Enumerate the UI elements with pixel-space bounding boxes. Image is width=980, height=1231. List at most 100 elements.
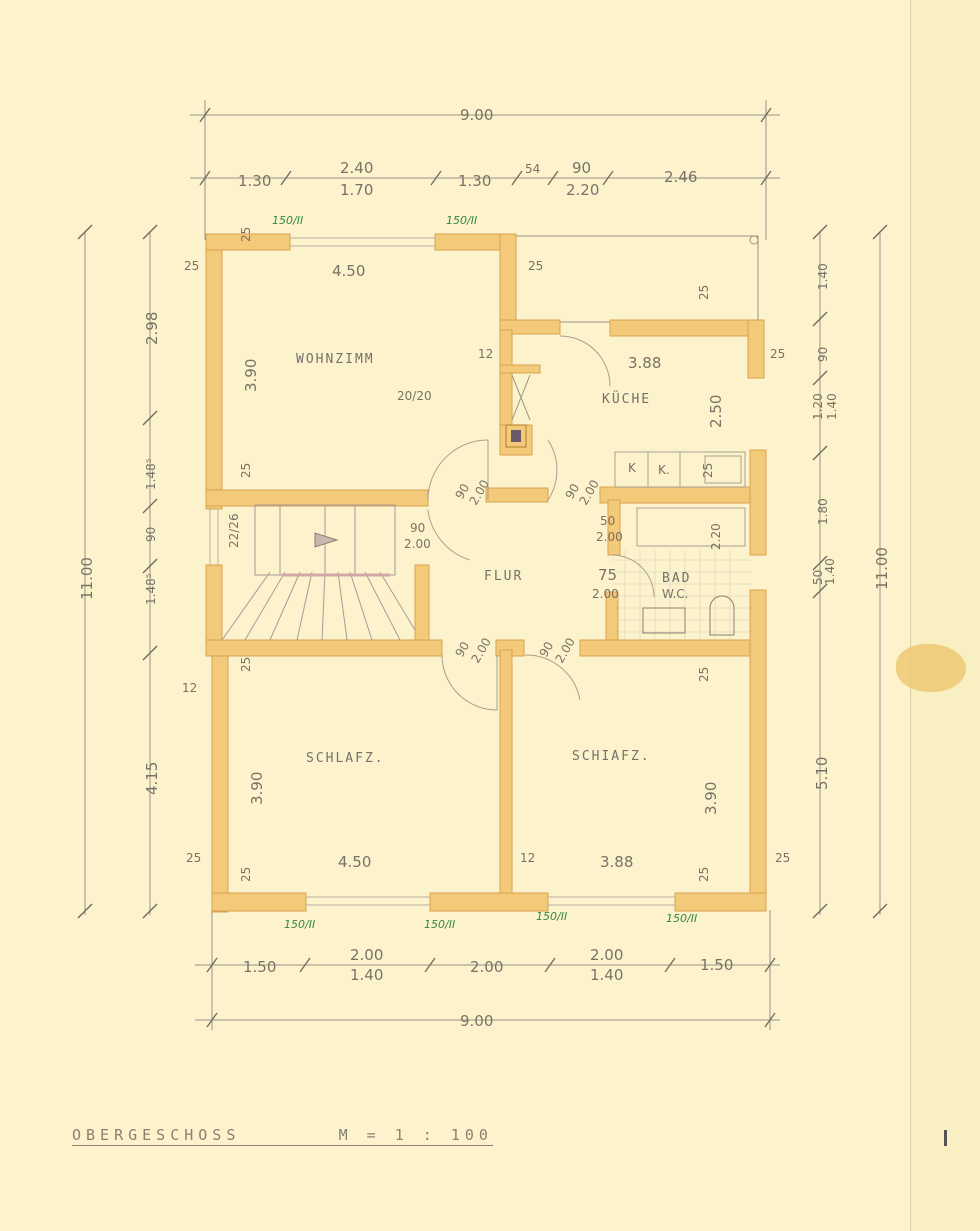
dim-wall: 25: [184, 259, 199, 273]
balcony-post: [749, 235, 759, 245]
room-dim: 3.90: [702, 782, 720, 815]
window-annotation: 150/II: [272, 214, 303, 227]
dim-right: 90: [816, 347, 830, 362]
dim-wall: 25: [186, 851, 201, 865]
window-annotation: 150/II: [666, 912, 697, 925]
dim-wall: 25: [775, 851, 790, 865]
dim-top: 1.70: [340, 181, 373, 199]
dim-top: 2.40: [340, 159, 373, 177]
window-annotation: 150/II: [284, 918, 315, 931]
dim-wall: 12: [478, 347, 493, 361]
svg-text:50: 50: [600, 514, 615, 528]
staircase: [221, 504, 416, 641]
scale-label: M = 1 : 100: [338, 1126, 493, 1144]
dim-bottom: 2.00: [470, 958, 503, 976]
floor-name: OBERGESCHOSS: [72, 1126, 241, 1144]
dim-wall: 25: [528, 259, 543, 273]
dim-wall: 25: [770, 347, 785, 361]
walls: [205, 233, 767, 913]
dim-bottom-total: 9.00: [460, 1012, 493, 1030]
dim-right: 1.20: [811, 393, 825, 420]
dim-wall: 25: [697, 285, 711, 300]
dim-wall: 25: [701, 463, 715, 478]
window-annotation: 150/II: [446, 214, 477, 227]
door-swings: [427, 335, 655, 711]
dim-bottom: 1.40: [590, 966, 623, 984]
dim-top: 1.30: [458, 172, 491, 190]
dim-top: 54: [525, 162, 540, 176]
dim-wall: 25: [697, 667, 711, 682]
dim-wall: 25: [239, 227, 253, 242]
svg-text:2.00: 2.00: [592, 587, 619, 601]
dim-wall: 25: [239, 463, 253, 478]
windows: [209, 237, 675, 906]
toilet: [709, 595, 735, 636]
svg-text:90: 90: [536, 639, 556, 659]
room-label-bad: BAD: [662, 571, 691, 586]
dim-bottom: 2.00: [590, 946, 623, 964]
dim-left: 90: [144, 527, 158, 542]
balcony-outline: [514, 235, 759, 323]
dim-right: 50: [811, 570, 825, 585]
dim-left: 4.15: [143, 762, 161, 795]
svg-text:2.00: 2.00: [404, 537, 431, 551]
dim-right: 1.80: [816, 498, 830, 525]
svg-text:75: 75: [598, 566, 617, 584]
svg-text:90: 90: [452, 481, 472, 501]
dim-wall: 12: [520, 851, 535, 865]
room-dim: 4.50: [332, 262, 365, 280]
dim-right-total: 11.00: [873, 547, 891, 590]
dim-wall: 25: [239, 867, 253, 882]
room-dim: 4.50: [338, 853, 371, 871]
fixture-label: K.: [658, 463, 670, 477]
window-annotation: 150/II: [536, 910, 567, 923]
paper-stain: [896, 644, 966, 692]
room-dim: 3.88: [628, 354, 661, 372]
room-label-schlafzimmer-left: SCHLAFZ.: [306, 751, 385, 766]
pencil-mark: [944, 1130, 947, 1146]
room-dim: 2.50: [707, 395, 725, 428]
dim-right: 1.40: [816, 263, 830, 290]
stair-direction-arrow: [314, 532, 339, 548]
room-label-wohnzimmer: WOHNZIMM: [296, 352, 375, 367]
room-dim: 3.90: [248, 772, 266, 805]
dim-bottom: 1.50: [700, 956, 733, 974]
washbasin: [642, 607, 686, 634]
chimney-dim: 20/20: [397, 389, 432, 403]
svg-text:2.00: 2.00: [576, 477, 601, 507]
room-label-wc: W.C.: [662, 587, 689, 601]
dim-top: 90: [572, 159, 591, 177]
dimension-lines: [77, 100, 888, 1030]
dim-top-total: 9.00: [460, 106, 493, 124]
dim-right: 5.10: [813, 757, 831, 790]
dim-right: 1.40: [823, 558, 837, 585]
dim-bottom: 1.40: [350, 966, 383, 984]
dim-top: 2.20: [566, 181, 599, 199]
dim-left: 1.48⁵: [144, 458, 158, 490]
dim-wall: 25: [239, 657, 253, 672]
kitchen-counter: [614, 451, 746, 488]
dim-left: 2.98: [143, 312, 161, 345]
dim-left-total: 11.00: [78, 557, 96, 600]
window-annotation: 150/II: [424, 918, 455, 931]
svg-text:2.00: 2.00: [552, 635, 577, 665]
dim-bottom: 2.00: [350, 946, 383, 964]
stair-dim: 22/26: [227, 513, 241, 548]
room-label-flur: FLUR: [484, 569, 523, 584]
bathtub: [636, 507, 746, 547]
paper-edge: [910, 0, 980, 1231]
svg-text:90: 90: [452, 639, 472, 659]
svg-text:2.00: 2.00: [596, 530, 623, 544]
svg-text:90: 90: [410, 521, 425, 535]
room-dim: 3.90: [242, 359, 260, 392]
room-dim: 2.20: [709, 523, 723, 550]
room-label-kueche: KÜCHE: [602, 390, 651, 407]
dim-bottom: 1.50: [243, 958, 276, 976]
dim-top: 1.30: [238, 172, 271, 190]
dim-wall: 25: [697, 867, 711, 882]
drawing-title: OBERGESCHOSS M = 1 : 100: [72, 1126, 493, 1146]
room-dim: 3.88: [600, 853, 633, 871]
chimney-core: [511, 430, 521, 442]
fixture-label: K: [628, 461, 637, 475]
